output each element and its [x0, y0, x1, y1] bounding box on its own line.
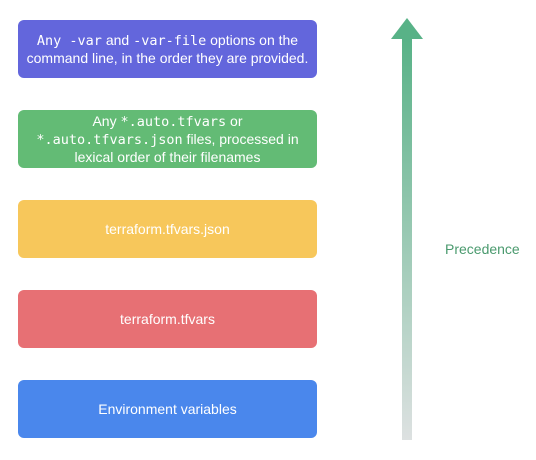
layer-box-tfvars: terraform.tfvars	[18, 290, 317, 348]
label-text: options on the	[206, 31, 299, 48]
layer-line: command line, in the order they are prov…	[27, 50, 309, 67]
label-text: Environment variables	[98, 400, 237, 417]
label-text: and	[101, 31, 134, 48]
layer-line: Any *.auto.tfvars or	[36, 113, 298, 131]
layer-line: terraform.tfvars.json	[105, 221, 229, 238]
layer-box-auto-tfvars: Any *.auto.tfvars or*.auto.tfvars.json f…	[18, 110, 317, 168]
layer-box-env: Environment variables	[18, 380, 317, 438]
label-text: files, processed in	[182, 130, 299, 147]
layer-text-auto-tfvars: Any *.auto.tfvars or*.auto.tfvars.json f…	[36, 113, 298, 166]
label-text: terraform.tfvars	[120, 310, 215, 327]
label-text: Any	[92, 112, 121, 129]
code-text: *.auto.tfvars	[120, 113, 227, 130]
layer-line: Environment variables	[98, 401, 237, 418]
layer-text-tfvars: terraform.tfvars	[120, 311, 215, 328]
layer-line: lexical order of their filenames	[36, 149, 298, 166]
label-text: lexical order of their filenames	[74, 148, 261, 165]
layer-line: terraform.tfvars	[120, 311, 215, 328]
label-text: terraform.tfvars.json	[105, 220, 230, 237]
layer-text-env: Environment variables	[98, 401, 237, 418]
precedence-label: Precedence	[445, 241, 520, 257]
code-text: -var	[69, 32, 102, 49]
label-text: command line, in the order they are prov…	[26, 49, 309, 66]
label-text: or	[226, 112, 243, 129]
precedence-arrow	[391, 18, 423, 440]
layer-text-tfvars-json: terraform.tfvars.json	[105, 221, 229, 238]
code-text: -var-file	[133, 32, 207, 49]
code-text: *.auto.tfvars.json	[36, 131, 183, 148]
code-text: Any	[36, 32, 70, 49]
layer-box-tfvars-json: terraform.tfvars.json	[18, 200, 317, 258]
layer-line: Any -var and -var-file options on the	[27, 32, 309, 50]
layer-line: *.auto.tfvars.json files, processed in	[36, 131, 298, 149]
